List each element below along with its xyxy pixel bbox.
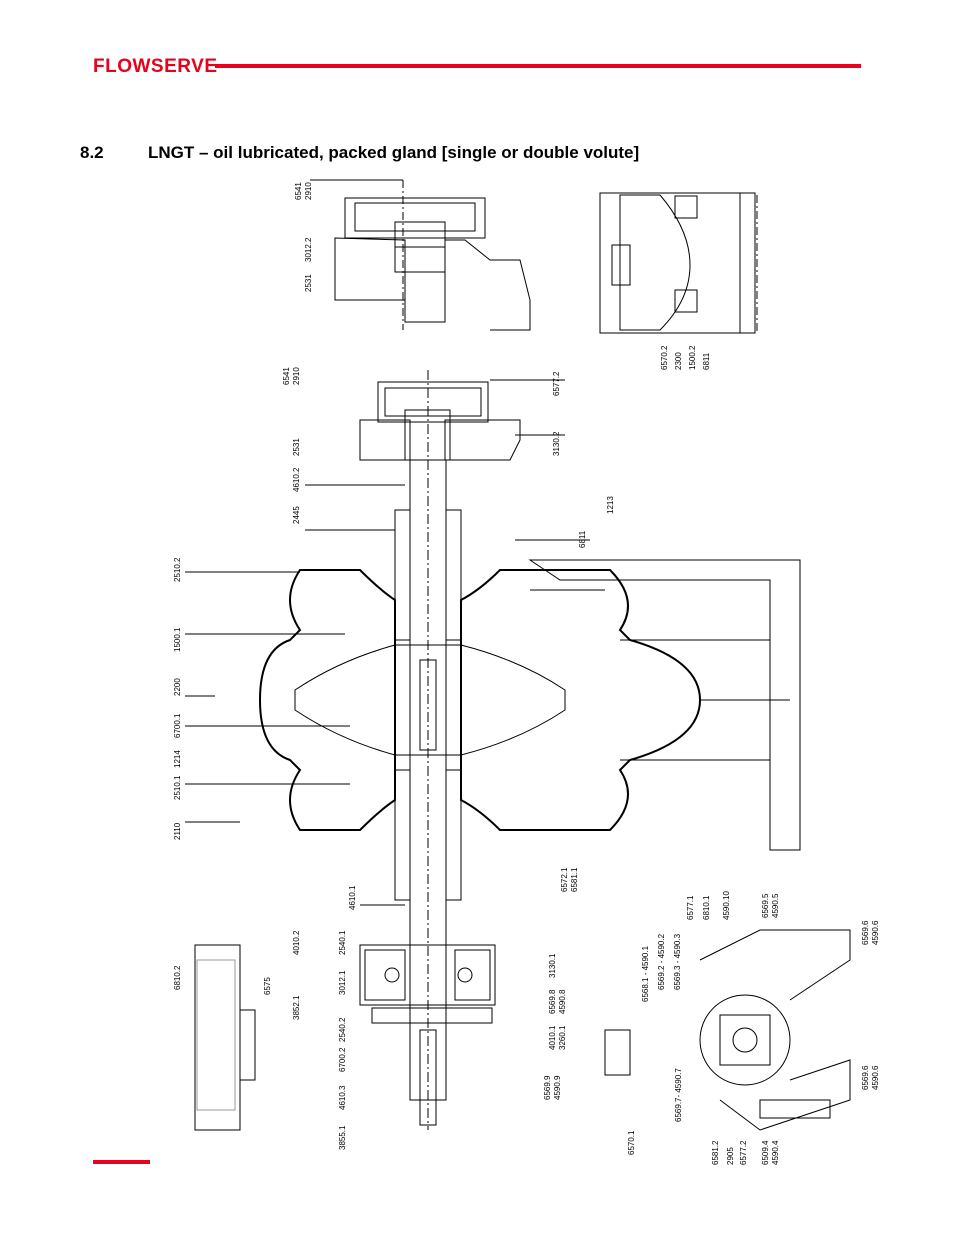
part-label: 4610.1 (348, 885, 357, 910)
part-label: 1500.1 (173, 627, 182, 652)
part-label: 2531 (304, 274, 313, 292)
part-label: 3012.2 (304, 237, 313, 262)
part-label: 6581.1 (570, 867, 579, 892)
part-label: 4590.5 (771, 893, 780, 918)
part-label: 6700.2 (338, 1047, 347, 1072)
part-label: 6569.9 (543, 1075, 552, 1100)
part-label: 4590.8 (558, 989, 567, 1014)
part-label: 6570.2 (660, 345, 669, 370)
part-label: 2510.1 (173, 775, 182, 800)
part-label: 6581.2 (711, 1140, 720, 1165)
part-label: 2531 (292, 438, 301, 456)
part-label: 4010.2 (292, 930, 301, 955)
main-assembly (258, 370, 801, 1130)
part-label: 2510.2 (173, 557, 182, 582)
volute-detail-bottom-right (604, 929, 851, 1131)
part-label: 4590.9 (553, 1075, 562, 1100)
part-label: 2910 (292, 367, 301, 385)
part-label: 6568.1 - 4590.1 (641, 945, 650, 1002)
part-label: 6569.5 (761, 893, 770, 918)
part-label: 6575 (263, 977, 272, 995)
part-label: 3130.1 (548, 953, 557, 978)
part-label: 6577.2 (739, 1140, 748, 1165)
part-label: 6810.1 (702, 895, 711, 920)
section-heading: 8.2 LNGT – oil lubricated, packed gland [… (80, 143, 639, 163)
bearing-detail-top (334, 180, 531, 331)
part-label: 2540.1 (338, 930, 347, 955)
part-label: 2200 (173, 678, 182, 696)
part-label: 4590.4 (771, 1140, 780, 1165)
part-label: 6811 (578, 530, 587, 548)
part-label: 4590.6 (871, 920, 880, 945)
part-label: 6569.6 (861, 1065, 870, 1090)
header-rule (215, 64, 861, 68)
part-label: 3852.1 (292, 995, 301, 1020)
part-label: 6811 (702, 352, 711, 370)
part-labels: 6541 2910 3012.2 2531 6570.2 2300 1500.2… (173, 182, 880, 1165)
side-view-bottom-left (194, 944, 256, 1131)
part-label: 6810.2 (173, 965, 182, 990)
part-label: 6569.7- 4590.7 (674, 1068, 683, 1122)
part-label: 3130.2 (552, 431, 561, 456)
part-label: 2910 (304, 182, 313, 200)
part-label: 3012.1 (338, 970, 347, 995)
part-label: 1500.2 (688, 345, 697, 370)
part-label: 6700.1 (173, 713, 182, 738)
impeller-detail-top (599, 192, 758, 334)
part-label: 2445 (292, 506, 301, 524)
flowserve-logo: FLOWSERVE (93, 56, 218, 77)
part-label: 6577.1 (686, 895, 695, 920)
part-label: 6569.3 - 4590.3 (673, 933, 682, 990)
part-label: 3855.1 (338, 1125, 347, 1150)
part-label: 4610.2 (292, 467, 301, 492)
part-label: 6509.4 (761, 1140, 770, 1165)
part-label: 6577.2 (552, 371, 561, 396)
part-label: 6541 (294, 182, 303, 200)
part-label: 6541 (282, 367, 291, 385)
part-label: 2300 (674, 352, 683, 370)
section-number: 8.2 (80, 143, 104, 162)
part-label: 2905 (726, 1147, 735, 1165)
part-label: 6570.1 (627, 1130, 636, 1155)
part-label: 4610.3 (338, 1085, 347, 1110)
part-label: 2110 (173, 822, 182, 840)
part-label: 4010.1 (548, 1025, 557, 1050)
part-label: 2540.2 (338, 1017, 347, 1042)
section-title: LNGT – oil lubricated, packed gland [sin… (148, 143, 640, 162)
part-label: 6569.2 - 4590.2 (657, 933, 666, 990)
footer-rule (93, 1160, 150, 1164)
part-label: 4590.6 (871, 1065, 880, 1090)
part-label: 6569.6 (861, 920, 870, 945)
part-label: 4590.10 (722, 891, 731, 920)
part-label: 3260.1 (558, 1025, 567, 1050)
leader-lines (185, 179, 605, 906)
part-label: 6569.8 (548, 989, 557, 1014)
part-label: 1214 (173, 750, 182, 768)
part-label: 1213 (606, 496, 615, 514)
part-label: 6572.1 (560, 867, 569, 892)
